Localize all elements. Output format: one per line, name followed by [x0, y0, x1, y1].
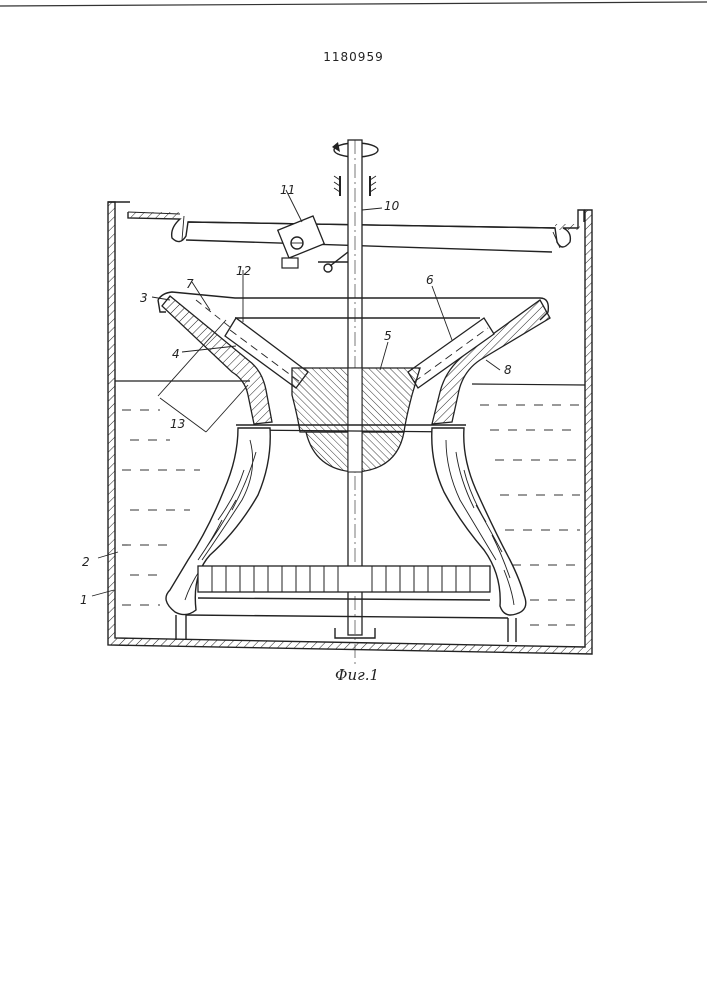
figure-caption: Фиг.1: [335, 666, 379, 684]
central-hub: [292, 368, 420, 472]
label-4: 4: [172, 347, 180, 361]
heater-grate: [176, 566, 516, 642]
label-1: 1: [80, 593, 88, 607]
label-12: 12: [236, 264, 251, 278]
label-8: 8: [504, 363, 512, 377]
label-5: 5: [384, 329, 392, 343]
label-3: 3: [140, 291, 148, 305]
sheet-top-border: [0, 2, 707, 6]
label-10: 10: [384, 199, 400, 213]
label-2: 2: [82, 555, 90, 569]
label-7: 7: [186, 277, 194, 291]
label-11: 11: [280, 183, 295, 197]
label-13: 13: [170, 417, 185, 431]
label-6: 6: [426, 273, 434, 287]
